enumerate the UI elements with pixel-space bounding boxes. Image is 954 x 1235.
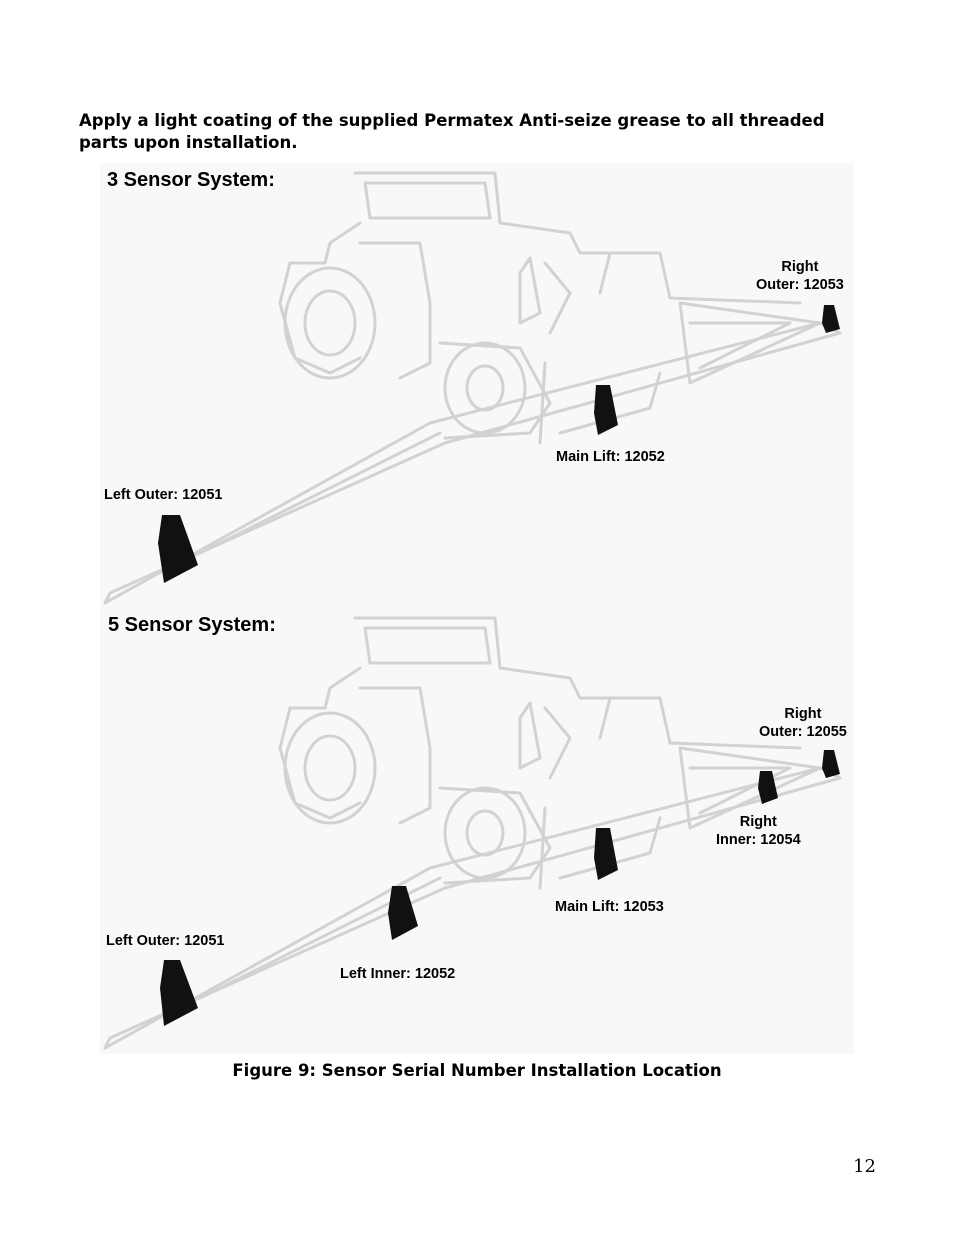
sensor-label-right-outer: Right Outer: 12053 xyxy=(756,258,844,294)
sensor-label-line: Outer: 12053 xyxy=(756,277,844,293)
tractor-outline xyxy=(103,171,842,605)
sensor-label-main-lift: Main Lift: 12052 xyxy=(556,449,665,465)
sensor-label-line: Outer: 12055 xyxy=(759,724,847,740)
system-title: 3 Sensor System: xyxy=(107,169,275,191)
five-sensor-diagram: 5 Sensor System: Right Outer: 12055 Righ… xyxy=(100,608,854,1054)
sensor-label-left-outer: Left Outer: 12051 xyxy=(106,933,225,949)
sensor-left-inner-icon xyxy=(388,886,418,940)
sensor-right-outer-icon xyxy=(822,750,840,778)
system-title: 5 Sensor System: xyxy=(108,614,276,636)
sensor-right-outer-icon xyxy=(822,305,840,333)
sensor-label-line: Right xyxy=(739,814,777,830)
figure-caption: Figure 9: Sensor Serial Number Installat… xyxy=(232,1061,722,1080)
sensor-label-line: Right xyxy=(784,706,822,722)
sensor-main-lift-icon xyxy=(594,828,618,880)
sensor-label-main-lift: Main Lift: 12053 xyxy=(555,899,664,915)
sensor-label-left-outer: Left Outer: 12051 xyxy=(104,487,223,503)
sensor-main-lift-icon xyxy=(594,385,618,435)
sensor-label-right-outer: Right Outer: 12055 xyxy=(759,705,847,741)
sensor-label-line: Right xyxy=(781,259,819,275)
three-sensor-diagram: 3 Sensor System: Right Outer: 12053 Main… xyxy=(100,163,854,608)
instruction-text: Apply a light coating of the supplied Pe… xyxy=(79,111,825,152)
sensor-label-line: Inner: 12054 xyxy=(716,832,801,848)
sensor-left-outer-icon xyxy=(158,515,198,583)
sensor-left-outer-icon xyxy=(160,960,198,1026)
page-number: 12 xyxy=(853,1156,876,1177)
sensor-right-inner-icon xyxy=(758,771,778,804)
sensor-label-right-inner: Right Inner: 12054 xyxy=(716,813,801,849)
tractor-outline xyxy=(103,616,842,1050)
sensor-label-left-inner: Left Inner: 12052 xyxy=(340,966,456,982)
